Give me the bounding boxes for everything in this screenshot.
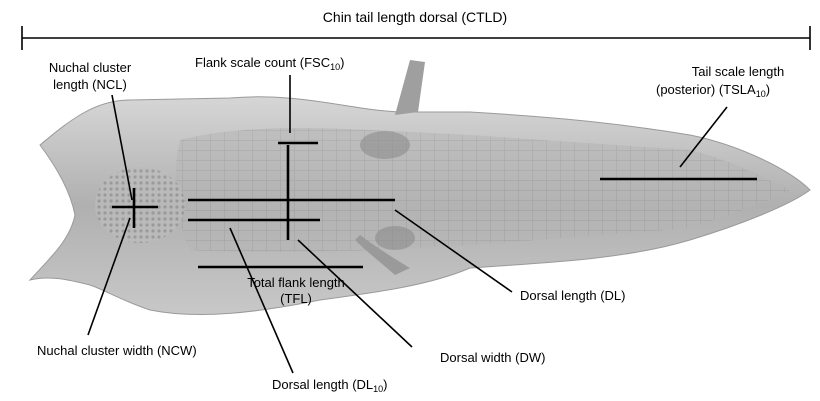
fsc-label: Flank scale count (FSC10) [195, 55, 344, 72]
tsla-label-line2: (posterior) (TSLA10) [656, 82, 770, 99]
tsla-label-main: (posterior) (TSLA [656, 82, 756, 97]
dl10-label-sub: 10 [373, 384, 383, 394]
dl10-label-main: Dorsal length (DL [272, 377, 373, 392]
hide-neck-texture [95, 167, 185, 243]
ncl-label-line2: length (NCL) [53, 77, 127, 92]
fsc-label-main: Flank scale count (FSC [195, 55, 330, 70]
dl-label: Dorsal length (DL) [520, 288, 626, 303]
tfl-label-line1: Total flank length [247, 275, 345, 290]
ncl-label-line1: Nuchal cluster [49, 60, 132, 75]
tsla-label-sub: 10 [756, 89, 766, 99]
crocodile-hide [30, 60, 810, 315]
tsla-label-line1: Tail scale length [692, 64, 785, 79]
fsc-label-sub: 10 [330, 62, 340, 72]
hide-flap-top [395, 60, 425, 115]
fsc-label-close: ) [340, 55, 344, 70]
dl10-label: Dorsal length (DL10) [272, 377, 388, 394]
ctld-bracket [22, 26, 810, 50]
tsla-label-close: ) [766, 82, 770, 97]
ncw-label: Nuchal cluster width (NCW) [37, 343, 197, 358]
ctld-title: Chin tail length dorsal (CTLD) [323, 9, 507, 25]
tfl-label-line2: (TFL) [280, 291, 312, 306]
dw-label: Dorsal width (DW) [440, 350, 545, 365]
hide-shadow-lower [375, 226, 415, 250]
hide-shadow-upper [360, 131, 410, 159]
dl10-label-close: ) [383, 377, 387, 392]
